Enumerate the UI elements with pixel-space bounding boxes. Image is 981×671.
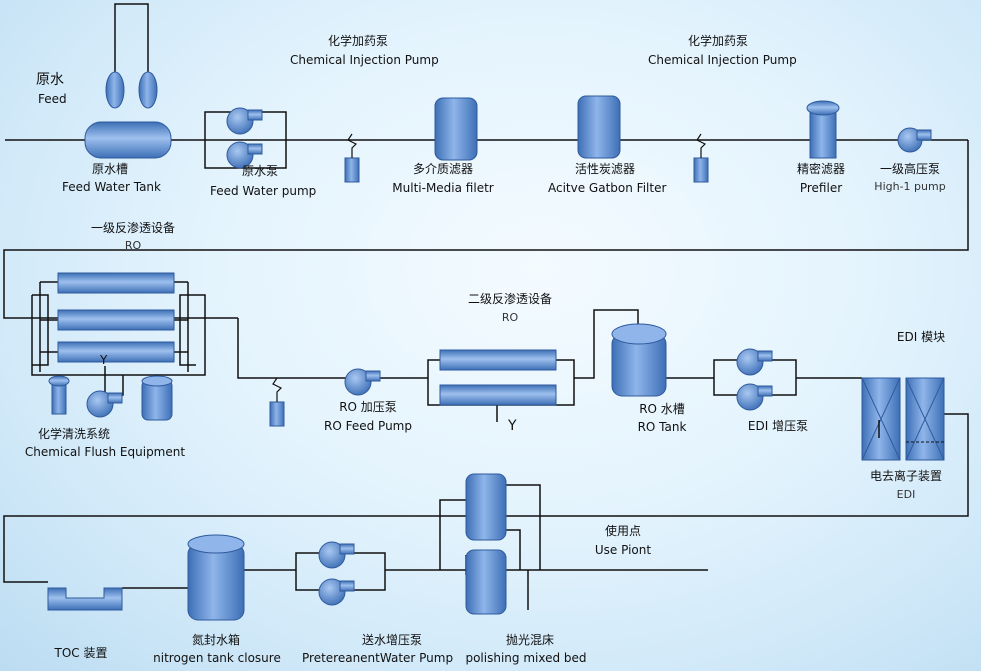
label-ro2-en: RO	[501, 311, 519, 324]
ro-tank	[611, 323, 667, 397]
label-prefilter-en: Prefiler	[799, 181, 843, 195]
activated-carbon-filter	[577, 95, 621, 159]
label-chem-inj1-en: Chemical Injection Pump	[290, 53, 439, 67]
edi-booster-pumps	[736, 348, 773, 411]
label-hp1-cn: 一级高压泵	[879, 162, 940, 176]
label-acf-cn: 活性炭滤器	[574, 162, 635, 176]
label-prefilter-cn: 精密滤器	[796, 162, 845, 176]
label-ro-tank-en: RO Tank	[637, 420, 687, 434]
prefilter	[806, 100, 840, 159]
label-ro1-en: RO	[124, 239, 142, 252]
label-use-point-en: Use Piont	[594, 543, 652, 557]
toc-unit	[47, 587, 123, 611]
label-chem-inj2-cn: 化学加药泵	[687, 34, 748, 48]
label-edi-pump-cn: EDI 增压泵	[747, 419, 809, 433]
label-pretreat-pump-en: PretereanentWater Pump	[302, 651, 454, 665]
label-feed-en: Feed	[38, 92, 67, 106]
label-ro2-cn: 二级反渗透设备	[467, 292, 552, 306]
label-cip-en: Chemical Flush Equipment	[24, 445, 186, 459]
label-hp1-en: High-1 pump	[874, 180, 946, 193]
feed-water-pumps	[226, 107, 263, 169]
label-feed-pump-cn: 原水泵	[241, 164, 278, 178]
ro1-membranes	[57, 272, 175, 363]
label-ro-feed-pump-cn: RO 加压泵	[339, 400, 397, 414]
edi-modules	[861, 377, 945, 461]
label-n2-tank-cn: 氮封水箱	[191, 633, 240, 647]
label-chem-inj1-cn: 化学加药泵	[327, 34, 388, 48]
label-ro-feed-pump-en: RO Feed Pump	[324, 419, 412, 433]
chem-injection-3	[269, 377, 285, 427]
label-feed-pump-en: Feed Water pump	[210, 184, 317, 198]
ro-feed-pump	[344, 368, 381, 396]
ro2-membranes	[439, 349, 557, 406]
chem-injection-2	[693, 133, 709, 183]
label-edi-cn: 电去离子装置	[869, 469, 942, 483]
vent-filters	[105, 71, 158, 109]
label-ro-tank-cn: RO 水槽	[639, 402, 685, 416]
label-mmf-en: Multi-Media filetr	[392, 181, 494, 195]
nitrogen-tank	[187, 534, 245, 621]
pretreat-pumps	[318, 541, 355, 606]
chem-injection-1	[344, 133, 360, 183]
label-mmf-cn: 多介质滤器	[412, 162, 473, 176]
polishing-beds	[465, 473, 507, 615]
label-chem-inj2-en: Chemical Injection Pump	[648, 53, 797, 67]
high-pressure-pump-1	[897, 127, 932, 153]
label-feed-tank-cn: 原水槽	[91, 162, 128, 176]
label-cip-cn: 化学清洗系统	[37, 427, 110, 441]
chemical-flush-equipment	[48, 375, 173, 421]
label-acf-en: Acitve Gatbon Filter	[548, 181, 667, 195]
label-polish-en: polishing mixed bed	[465, 651, 587, 665]
feed-water-tank	[84, 121, 172, 159]
label-edi-en: EDI	[896, 488, 916, 501]
label-feed-cn: 原水	[36, 72, 64, 88]
label-y1: Y	[100, 353, 108, 367]
label-toc-cn: TOC 装置	[54, 646, 108, 660]
pipes	[3, 3, 969, 610]
label-ro1-cn: 一级反渗透设备	[90, 221, 175, 235]
label-n2-tank-en: nitrogen tank closure	[153, 651, 281, 665]
multi-media-filter	[434, 97, 478, 161]
label-y2: Y	[508, 418, 517, 434]
label-feed-tank-en: Feed Water Tank	[62, 180, 161, 194]
label-edi-module: EDI 模块	[896, 330, 946, 344]
label-pretreat-pump-cn: 送水增压泵	[361, 633, 422, 647]
label-polish-cn: 抛光混床	[505, 633, 554, 647]
label-use-point-cn: 使用点	[604, 524, 641, 538]
